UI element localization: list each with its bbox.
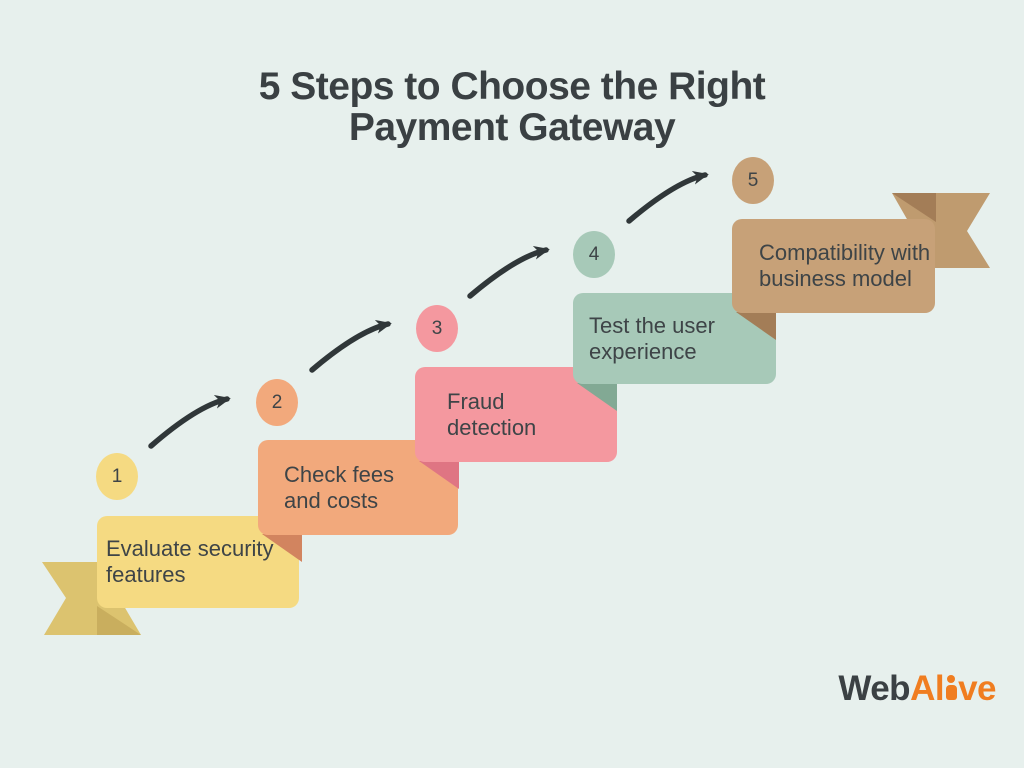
step-2-number-badge: 2 bbox=[256, 379, 298, 426]
step-3-label: Fraud detection bbox=[447, 388, 537, 440]
step-1-number: 1 bbox=[111, 465, 123, 487]
arrow-4-5-icon bbox=[626, 170, 709, 224]
step-4-label: Test the user experience bbox=[589, 312, 715, 364]
right-ribbon-fold bbox=[892, 193, 936, 222]
step-1-label: Evaluate security features bbox=[106, 536, 274, 587]
logo-ve-text: ve bbox=[958, 669, 996, 708]
title-line-2: Payment Gateway bbox=[348, 106, 676, 149]
arrow-1-2-icon bbox=[148, 394, 231, 449]
step-3-number: 3 bbox=[431, 317, 443, 339]
step-4-number: 4 bbox=[588, 243, 600, 265]
left-ribbon-fold bbox=[97, 606, 141, 635]
logo-person-icon bbox=[945, 675, 957, 700]
step-3-number-badge: 3 bbox=[416, 305, 458, 352]
logo-al-text: Al bbox=[910, 669, 945, 708]
step-4-number-badge: 4 bbox=[573, 231, 615, 278]
page-title: 5 Steps to Choose the Right Payment Gate… bbox=[0, 66, 1024, 148]
title-line-1: 5 Steps to Choose the Right bbox=[258, 65, 766, 108]
logo-web-text: Web bbox=[838, 669, 911, 708]
step-5-number: 5 bbox=[747, 169, 759, 191]
step-5-label: Compatibility with business model bbox=[759, 240, 931, 291]
step-5-number-badge: 5 bbox=[732, 157, 774, 204]
arrow-2-3-icon bbox=[309, 319, 392, 373]
step-2-number: 2 bbox=[271, 391, 283, 413]
step-2-label: Check fees and costs bbox=[284, 461, 395, 513]
step-5-box: Compatibility with business model bbox=[732, 219, 935, 313]
step-1-number-badge: 1 bbox=[96, 453, 138, 500]
arrow-3-4-icon bbox=[467, 245, 550, 299]
